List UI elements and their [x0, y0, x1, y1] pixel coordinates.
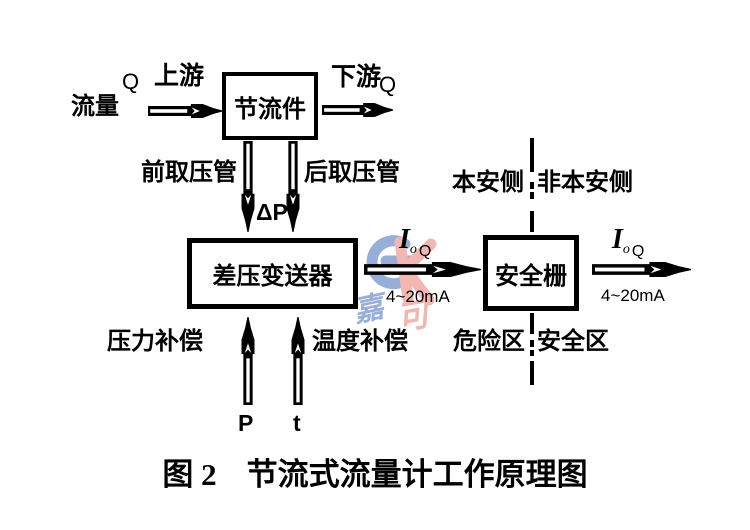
temperature-compensation-label: 温度补偿 — [312, 328, 408, 355]
barrier-output-arrow — [592, 262, 691, 277]
intrinsic-safe-side-label: 本安侧 — [452, 169, 524, 196]
zone-boundary-dashed-line — [530, 138, 534, 385]
flow-in-arrow — [148, 104, 222, 118]
temperature-symbol-label: t — [293, 410, 301, 436]
rear-tap-arrow — [286, 141, 300, 232]
safe-zone-label: 安全区 — [537, 328, 609, 355]
barrier-output-range-label: 4~20mA — [601, 286, 665, 305]
pressure-comp-arrow — [241, 317, 255, 405]
pressure-symbol-label: P — [238, 410, 254, 436]
upstream-label: 上游 — [154, 62, 205, 90]
current-subscript-q: Q — [631, 243, 645, 260]
downstream-label: 下游 — [331, 63, 382, 91]
safety-barrier-box: 安全栅 — [483, 235, 579, 311]
delta-p-label: ΔP — [256, 199, 288, 225]
hazardous-zone-label: 危险区 — [453, 328, 525, 355]
front-tap-arrow — [241, 141, 255, 232]
throttle-element-box: 节流件 — [222, 72, 318, 140]
figure-caption: 图 2 节流式流量计工作原理图 — [0, 449, 750, 494]
flow-quantity-label: 流量 — [71, 93, 119, 120]
front-tap-label: 前取压管 — [141, 159, 237, 186]
flow-q-out-label: Q — [379, 72, 397, 97]
current-subscript-o: o — [622, 242, 630, 257]
rear-tap-label: 后取压管 — [304, 159, 400, 186]
figure-caption-title: 节流式流量计工作原理图 — [246, 457, 588, 492]
current-symbol: I — [399, 224, 410, 255]
temperature-comp-arrow — [291, 317, 305, 405]
figure-caption-number: 图 2 — [162, 457, 217, 492]
current-subscript-q: Q — [418, 243, 432, 260]
flow-q-in-label: Q — [122, 69, 140, 94]
flow-out-arrow — [322, 103, 393, 117]
pressure-compensation-label: 压力补偿 — [107, 328, 203, 355]
transmitter-output-range-label: 4~20mA — [386, 287, 450, 306]
dp-transmitter-box: 差压变送器 — [187, 238, 358, 309]
non-intrinsic-safe-side-label: 非本安侧 — [537, 169, 633, 196]
current-subscript-o: o — [409, 242, 417, 257]
transmitter-output-arrow — [364, 262, 481, 277]
current-symbol: I — [612, 224, 623, 255]
